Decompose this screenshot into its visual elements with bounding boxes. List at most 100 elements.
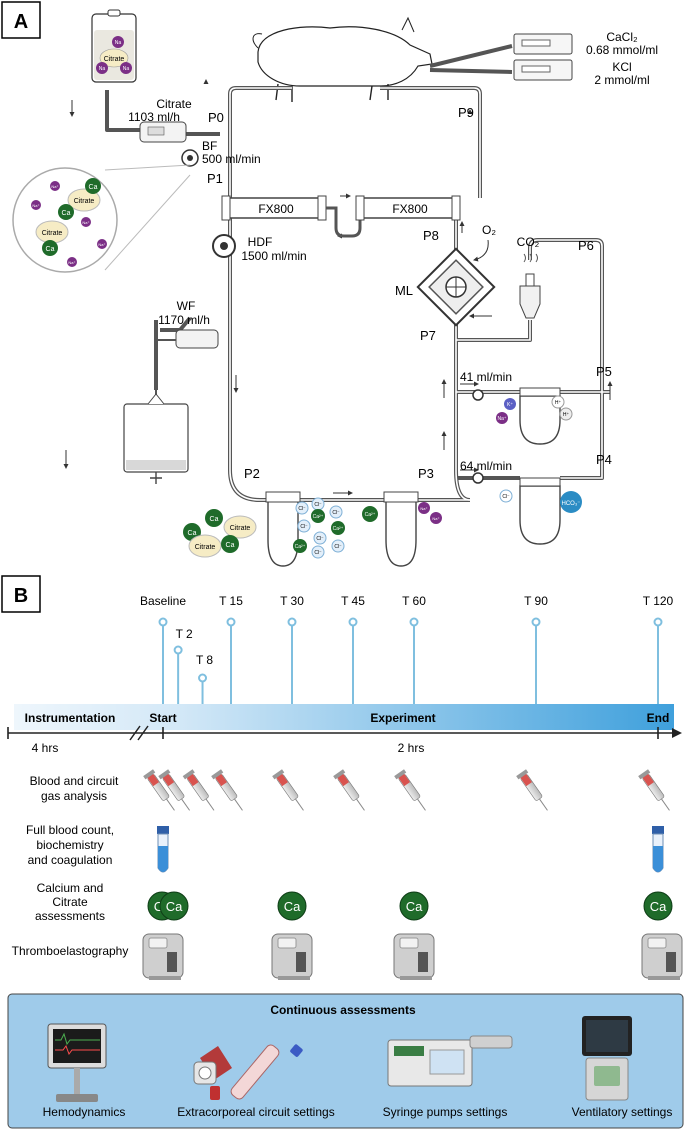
- svg-text:0.68 mmol/ml: 0.68 mmol/ml: [586, 43, 658, 57]
- syringe-icon: [333, 769, 365, 811]
- calcium-badge: [643, 891, 673, 921]
- panel-a: A: [1, 1, 658, 567]
- continuous-hemodynamics: Hemodynamics: [43, 1105, 126, 1119]
- svg-text:Citrate: Citrate: [156, 97, 192, 111]
- syringe-icon: [211, 769, 243, 811]
- svg-text:Ca: Ca: [62, 210, 71, 217]
- svg-text:Cl⁻: Cl⁻: [314, 550, 322, 556]
- tick-marker: [198, 673, 208, 683]
- panel-b-label: B: [14, 585, 28, 607]
- calcium-badges: CaCaCaCaCa: [147, 891, 673, 921]
- calcium-badge-label: Ca: [166, 899, 183, 914]
- citrate-bag: Citrate Na Na Na: [91, 9, 137, 83]
- tick-label: T 15: [219, 594, 243, 608]
- syringe-icon: [394, 769, 426, 811]
- svg-text:2 mmol/ml: 2 mmol/ml: [594, 73, 649, 87]
- continuous-circuit: Extracorporeal circuit settings: [177, 1105, 334, 1119]
- syringe-icon: [182, 769, 215, 811]
- svg-text:Ca²⁺: Ca²⁺: [295, 544, 306, 550]
- hdf-pump: [212, 234, 236, 258]
- tick-label: T 30: [280, 594, 304, 608]
- svg-text:K⁺: K⁺: [507, 402, 513, 408]
- svg-text:HDF: HDF: [248, 235, 273, 249]
- svg-text:Citrate: Citrate: [74, 198, 95, 205]
- svg-text:CaCl₂: CaCl₂: [606, 30, 638, 44]
- co2-chamber: [519, 253, 541, 319]
- panel-a-label: A: [14, 11, 28, 33]
- chamber-p3: Ca²⁺ Na⁺ Na⁺: [362, 491, 442, 567]
- svg-text:Na: Na: [123, 66, 130, 72]
- svg-text:Ca²⁺: Ca²⁺: [313, 514, 324, 520]
- waste-bag: [123, 393, 189, 484]
- filter-fx800-1: FX800: [221, 195, 327, 221]
- continuous-ventilatory: Ventilatory settings: [572, 1105, 673, 1119]
- filter-fx800-2: FX800: [355, 195, 461, 221]
- ventilator-icon: [582, 1016, 632, 1101]
- svg-text:Ca: Ca: [89, 184, 98, 191]
- svg-text:Ca: Ca: [46, 246, 55, 253]
- svg-text:P0: P0: [208, 110, 224, 125]
- svg-text:FX800: FX800: [392, 202, 428, 216]
- tick-marker: [158, 617, 168, 627]
- svg-text:Na: Na: [99, 66, 106, 72]
- citrate-pump: Citrate 1103 ml/h: [128, 97, 192, 143]
- tick-marker: [287, 617, 297, 627]
- calcium-badge-label: Ca: [650, 899, 667, 914]
- syringe-icon: [516, 769, 548, 811]
- tick-marker: [409, 617, 419, 627]
- calcium-badge-label: Ca: [284, 899, 301, 914]
- svg-text:P4: P4: [596, 452, 612, 467]
- svg-text:Ca²⁺: Ca²⁺: [365, 512, 376, 518]
- svg-text:HCO₃⁻: HCO₃⁻: [562, 501, 581, 507]
- svg-text:Na⁺: Na⁺: [68, 260, 75, 265]
- svg-text:CO₂: CO₂: [517, 235, 540, 249]
- flow-arrows: [63, 79, 613, 496]
- svg-text:Cl⁻: Cl⁻: [334, 544, 342, 550]
- continuous-box: [7, 993, 684, 1129]
- continuous-syringe: Syringe pumps settings: [383, 1105, 508, 1119]
- calcium-badge-label: Ca: [406, 899, 423, 914]
- teg-device-icon: [393, 933, 435, 980]
- gas-syringes: [143, 769, 670, 811]
- pig-icon: [252, 16, 433, 102]
- syringe-icon: [143, 769, 175, 811]
- svg-text:Cl⁻: Cl⁻: [314, 502, 322, 508]
- chamber-p4: Cl⁻ HCO₃⁻: [499, 477, 582, 545]
- svg-text:P3: P3: [418, 466, 434, 481]
- svg-text:Citrate: Citrate: [42, 230, 63, 237]
- axis-break-icon: [129, 725, 149, 741]
- experiment-label: Experiment: [370, 711, 435, 725]
- svg-text:Na: Na: [115, 40, 122, 46]
- chamber-p2: Ca Citrate Ca Citrate Ca Cl⁻ Cl⁻ Ca²⁺ Cl…: [183, 491, 345, 567]
- svg-text:Ca: Ca: [188, 530, 197, 537]
- svg-text:Citrate: Citrate: [230, 525, 251, 532]
- syringe-pump-kcl: [513, 59, 573, 81]
- prep-duration: 4 hrs: [32, 741, 59, 755]
- svg-text:FX800: FX800: [258, 202, 294, 216]
- svg-text:Citrate: Citrate: [104, 56, 125, 63]
- blood-tube-icon: [652, 826, 664, 873]
- svg-text:KCl: KCl: [612, 60, 631, 74]
- tick-label: T 60: [402, 594, 426, 608]
- svg-text:WF: WF: [177, 299, 196, 313]
- svg-text:Cl⁻: Cl⁻: [298, 506, 306, 512]
- membrane-lung: [416, 247, 496, 327]
- svg-text:P1: P1: [207, 171, 223, 186]
- syringe-icon: [272, 769, 304, 811]
- svg-text:Na⁺: Na⁺: [32, 203, 39, 208]
- svg-text:Ca: Ca: [210, 516, 219, 523]
- svg-text:1500 ml/min: 1500 ml/min: [241, 249, 306, 263]
- svg-text:Na⁺: Na⁺: [82, 220, 89, 225]
- tick-label: T 120: [643, 594, 674, 608]
- tick-marker: [531, 617, 541, 627]
- svg-text:P9: P9: [458, 105, 474, 120]
- blood-pump: [181, 149, 199, 167]
- svg-text:Na⁺: Na⁺: [98, 242, 105, 247]
- tick-label: T 8: [196, 653, 213, 667]
- end-label: End: [647, 711, 670, 725]
- svg-text:1170 ml/h: 1170 ml/h: [158, 313, 210, 327]
- svg-text:ML: ML: [395, 283, 413, 298]
